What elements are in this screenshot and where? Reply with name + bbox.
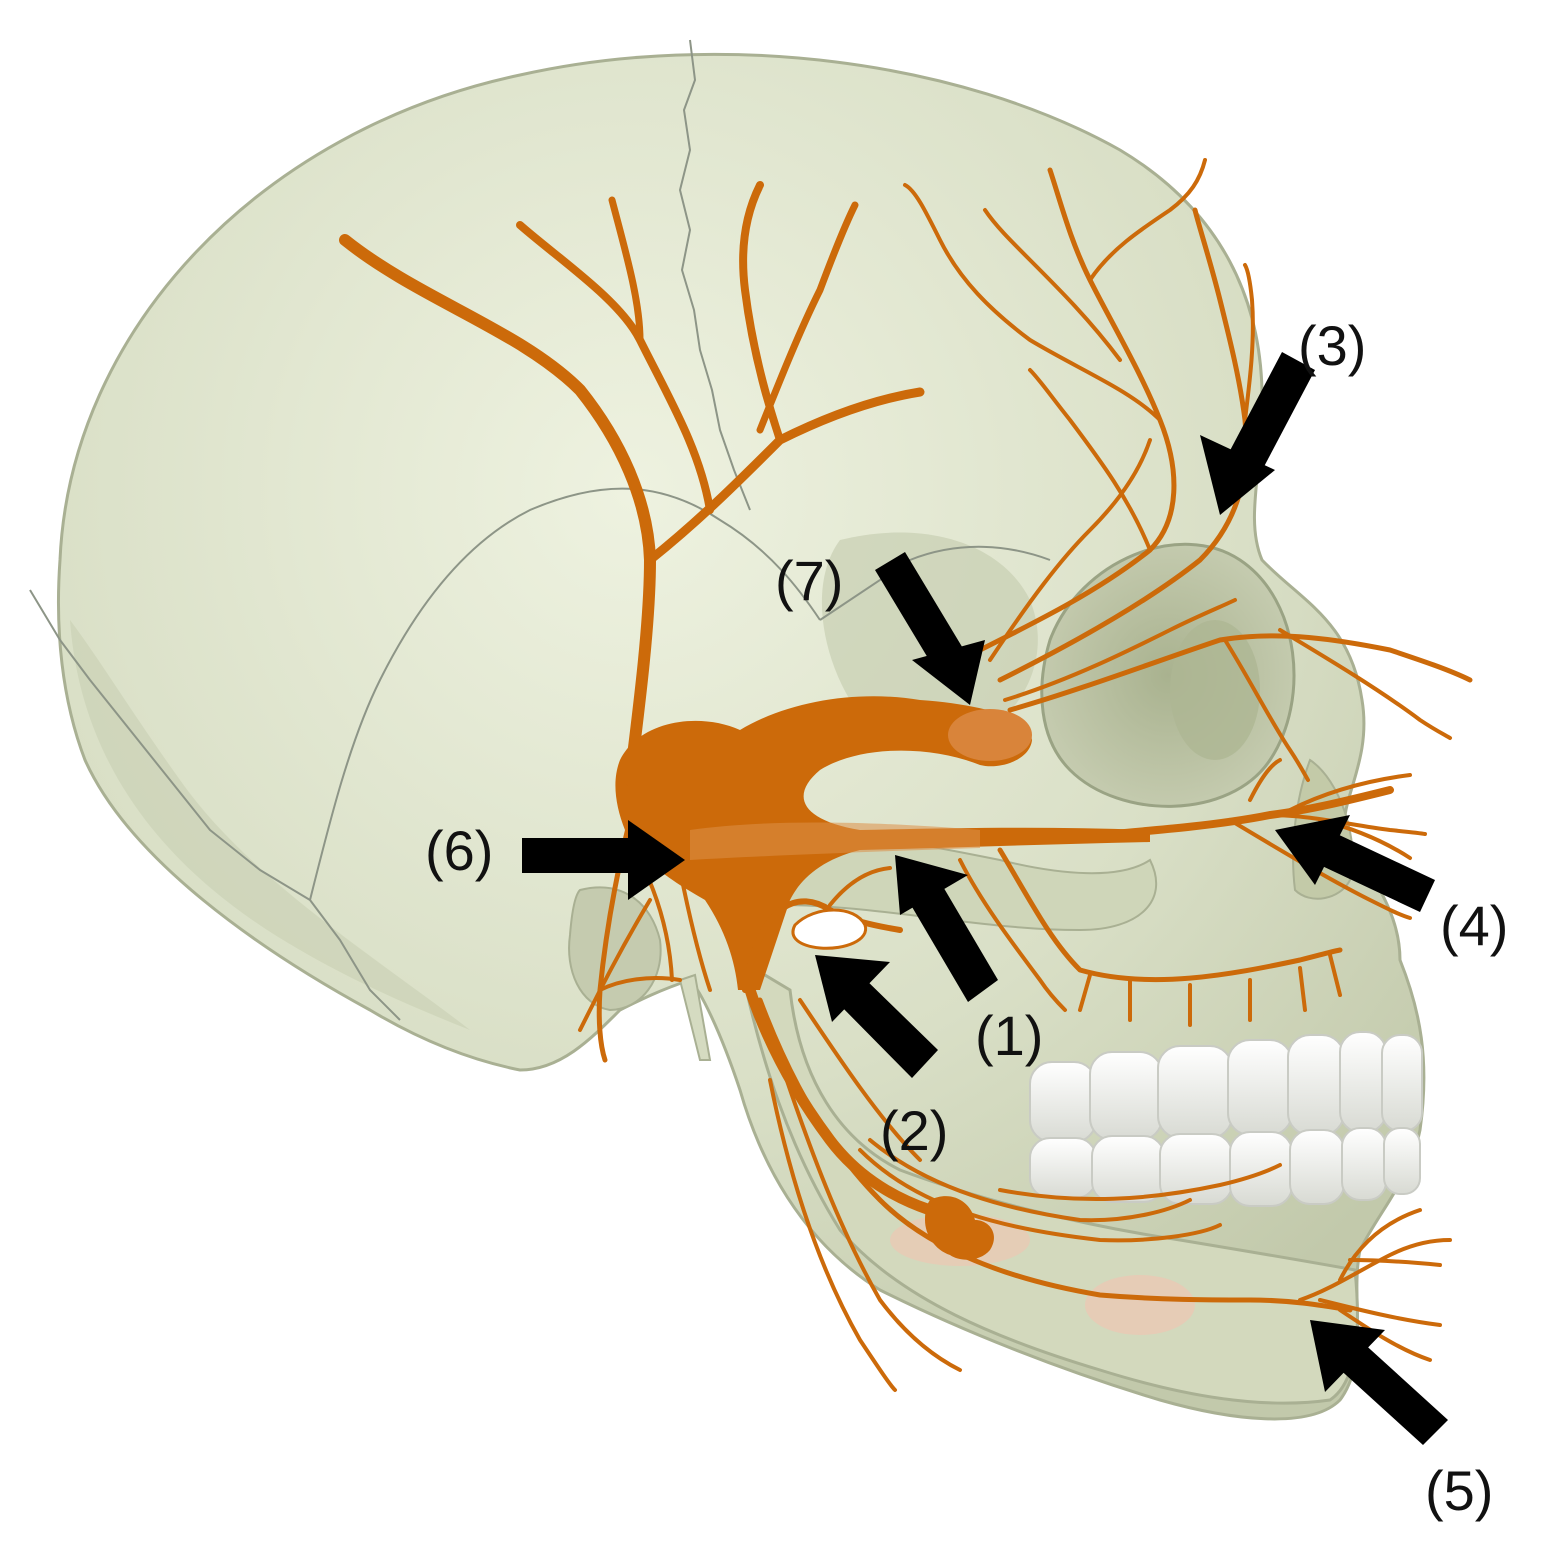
arrow-2-head bbox=[815, 955, 890, 1022]
nerve bbox=[903, 183, 1162, 422]
submandibular-ganglion bbox=[925, 1196, 995, 1260]
arrow-6-shaft bbox=[522, 838, 640, 873]
arrow-2-shaft bbox=[835, 974, 938, 1078]
arrow-7 bbox=[875, 552, 985, 705]
arrow-5-head bbox=[1310, 1320, 1385, 1392]
nerve bbox=[997, 847, 1343, 983]
tooth bbox=[1287, 1034, 1345, 1136]
nerve bbox=[983, 208, 1122, 362]
nerve bbox=[1228, 818, 1412, 920]
nerve bbox=[1243, 263, 1255, 422]
arrow-4 bbox=[1275, 815, 1435, 912]
arrow-1 bbox=[895, 855, 998, 1002]
tooth bbox=[1381, 1034, 1423, 1132]
nerve bbox=[868, 1138, 1192, 1223]
cranium-shadow bbox=[70, 620, 470, 1030]
arrow-6 bbox=[522, 820, 685, 900]
label-2: (2) bbox=[880, 1099, 948, 1162]
arrow-2 bbox=[815, 955, 938, 1078]
nerve bbox=[1348, 1258, 1442, 1267]
tooth bbox=[1029, 1061, 1097, 1143]
arrow-5-shaft bbox=[1335, 1340, 1448, 1445]
nerve bbox=[1078, 953, 1342, 1027]
submandibular-gland bbox=[1085, 1275, 1195, 1335]
arrow-5 bbox=[1310, 1320, 1448, 1445]
nerve bbox=[1088, 158, 1207, 282]
nerve bbox=[798, 998, 922, 1162]
tooth bbox=[1289, 1129, 1345, 1205]
nerve bbox=[678, 868, 712, 992]
nerve bbox=[1268, 813, 1427, 836]
teeth bbox=[1029, 1031, 1423, 1207]
nerve bbox=[578, 898, 652, 1032]
labels: (1) (2) (3) (4) (5) (6) (7) bbox=[425, 314, 1508, 1522]
styloid-process bbox=[678, 973, 712, 1061]
nerve bbox=[339, 234, 656, 786]
arrow-3 bbox=[1200, 352, 1315, 515]
nerve bbox=[977, 167, 1177, 653]
arrow-4-head bbox=[1275, 815, 1350, 885]
nerve bbox=[1248, 758, 1282, 802]
orbit-inner bbox=[1170, 620, 1260, 760]
nerve bbox=[1338, 1308, 1432, 1362]
nerve bbox=[1278, 628, 1452, 740]
tooth bbox=[1383, 1127, 1421, 1195]
label-3: (3) bbox=[1298, 314, 1366, 377]
arrow-7-head bbox=[912, 640, 985, 705]
arrows bbox=[522, 352, 1448, 1445]
arrow-1-head bbox=[895, 855, 968, 915]
nerve bbox=[1298, 1238, 1452, 1302]
tooth bbox=[1229, 1131, 1293, 1207]
nerve-network bbox=[339, 158, 1473, 1392]
ganglion-highlight bbox=[690, 822, 980, 860]
nerve bbox=[998, 1163, 1282, 1202]
tooth bbox=[1341, 1127, 1387, 1201]
tooth bbox=[1227, 1039, 1293, 1136]
nerve bbox=[828, 866, 892, 907]
nerve bbox=[1003, 598, 1237, 702]
nerve bbox=[1028, 368, 1152, 552]
nerve bbox=[858, 1148, 1222, 1243]
nerve bbox=[988, 438, 1152, 662]
ophthalmic-branch-end bbox=[948, 709, 1032, 761]
label-7: (7) bbox=[775, 549, 843, 612]
arrow-6-head bbox=[628, 820, 685, 900]
squamous-suture bbox=[309, 487, 821, 901]
tooth bbox=[1339, 1031, 1387, 1133]
tooth bbox=[1157, 1045, 1233, 1139]
nerve bbox=[1288, 773, 1412, 812]
label-4: (4) bbox=[1440, 894, 1508, 957]
nerve bbox=[1007, 633, 1473, 713]
label-5: (5) bbox=[1425, 1459, 1493, 1522]
foramen-ovale bbox=[791, 908, 868, 950]
arrow-3-head bbox=[1200, 435, 1275, 515]
sphenoid-suture bbox=[819, 545, 1051, 621]
nerve bbox=[768, 1078, 897, 1392]
nerve bbox=[1223, 638, 1310, 782]
label-6: (6) bbox=[425, 819, 493, 882]
nerve bbox=[757, 997, 1353, 1313]
nerve bbox=[1318, 1298, 1442, 1327]
nerve bbox=[778, 1058, 962, 1372]
lambdoid-suture bbox=[29, 589, 401, 1021]
nerve bbox=[739, 181, 784, 444]
tooth bbox=[1091, 1135, 1165, 1203]
coronal-suture bbox=[679, 39, 751, 511]
nerve bbox=[608, 196, 644, 344]
arrow-3-shaft bbox=[1225, 352, 1315, 478]
nerve bbox=[958, 858, 1067, 1012]
nerve bbox=[742, 898, 903, 993]
label-1: (1) bbox=[975, 1004, 1043, 1067]
arrow-7-shaft bbox=[875, 552, 970, 678]
nerve bbox=[756, 201, 859, 434]
nerve bbox=[1338, 1208, 1422, 1282]
tooth bbox=[1029, 1137, 1097, 1199]
arrow-1-shaft bbox=[905, 873, 998, 1002]
tooth bbox=[1089, 1051, 1163, 1141]
arrow-4-shaft bbox=[1320, 833, 1435, 912]
